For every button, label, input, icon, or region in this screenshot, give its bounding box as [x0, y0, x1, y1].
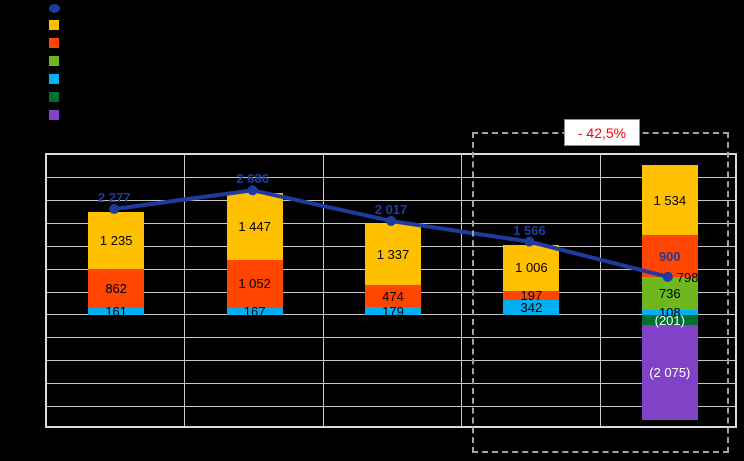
gridline-horizontal — [47, 337, 735, 339]
series-purple-marker — [49, 110, 59, 120]
bar-segment-label: (201) — [654, 312, 685, 328]
bar-segment-label: 197 — [520, 287, 543, 303]
line-point-label: 798 — [676, 269, 699, 285]
bar-segment-label: 108 — [658, 305, 681, 321]
bar-segment-label: 167 — [243, 304, 266, 320]
series-light-blue-marker — [49, 74, 59, 84]
bar-segment-label: 736 — [658, 286, 681, 302]
bar-segment-yellow: 1 337 — [365, 224, 421, 286]
gridline-horizontal — [47, 406, 735, 408]
bar-segment-purple: (2 075) — [641, 324, 698, 420]
gridline-horizontal — [47, 360, 735, 362]
bar-segment-label: 179 — [382, 303, 404, 319]
bar-segment-red: 862 — [88, 268, 145, 309]
bar-segment-lightblue: 161 — [88, 304, 145, 320]
bar-segment-green: 736 — [641, 276, 698, 311]
bar-segment-label: 342 — [520, 300, 543, 316]
bar-segment-label: 1 052 — [238, 276, 271, 292]
bar-segment-lightblue: 179 — [365, 303, 421, 319]
highlight-dashed-box — [472, 132, 729, 453]
gridline-vertical — [184, 155, 186, 426]
line-point-label: 2 686 — [236, 171, 269, 187]
series-dark-green-marker — [49, 92, 59, 102]
bar-segment-red: 1 052 — [226, 259, 283, 308]
series-orange-red-marker — [49, 38, 59, 48]
bar-segment-label: 474 — [382, 288, 404, 304]
bar-segment-red: 474 — [365, 285, 421, 308]
bar-segment-yellow: 1 235 — [88, 211, 145, 269]
gridline-vertical — [599, 155, 601, 426]
annotation-text: - 42,5% — [577, 124, 627, 141]
bar-segment-yellow: 1 447 — [226, 193, 283, 260]
bar-segment-lightblue: 342 — [503, 299, 560, 316]
gridline-vertical — [461, 155, 463, 426]
bar-segment-label: 862 — [105, 280, 128, 296]
bar-segment-label: (2 075) — [649, 364, 691, 380]
line-series-marker — [49, 4, 60, 13]
line-point-label: 2 277 — [97, 190, 131, 206]
bar-segment-label: 1 447 — [238, 218, 271, 234]
bar-segment-red: 197 — [503, 287, 560, 303]
bar-segment-lightblue: 108 — [641, 306, 698, 319]
gridline-horizontal — [47, 176, 735, 178]
bar-segment-label: 1 337 — [376, 247, 410, 263]
line-point-label: 2 017 — [374, 201, 408, 217]
bar-segment-lightblue: 167 — [226, 304, 283, 320]
bar-segment-label: 161 — [105, 304, 128, 320]
bar-segment-darkgreen: (201) — [641, 312, 698, 328]
gridline-horizontal — [47, 383, 735, 385]
bar-segment-label: 1 235 — [99, 232, 133, 248]
gridline-vertical — [322, 155, 324, 426]
annotation-box: - 42,5% — [564, 119, 640, 146]
series-yellow-marker — [49, 20, 59, 30]
series-green-marker — [49, 56, 59, 66]
